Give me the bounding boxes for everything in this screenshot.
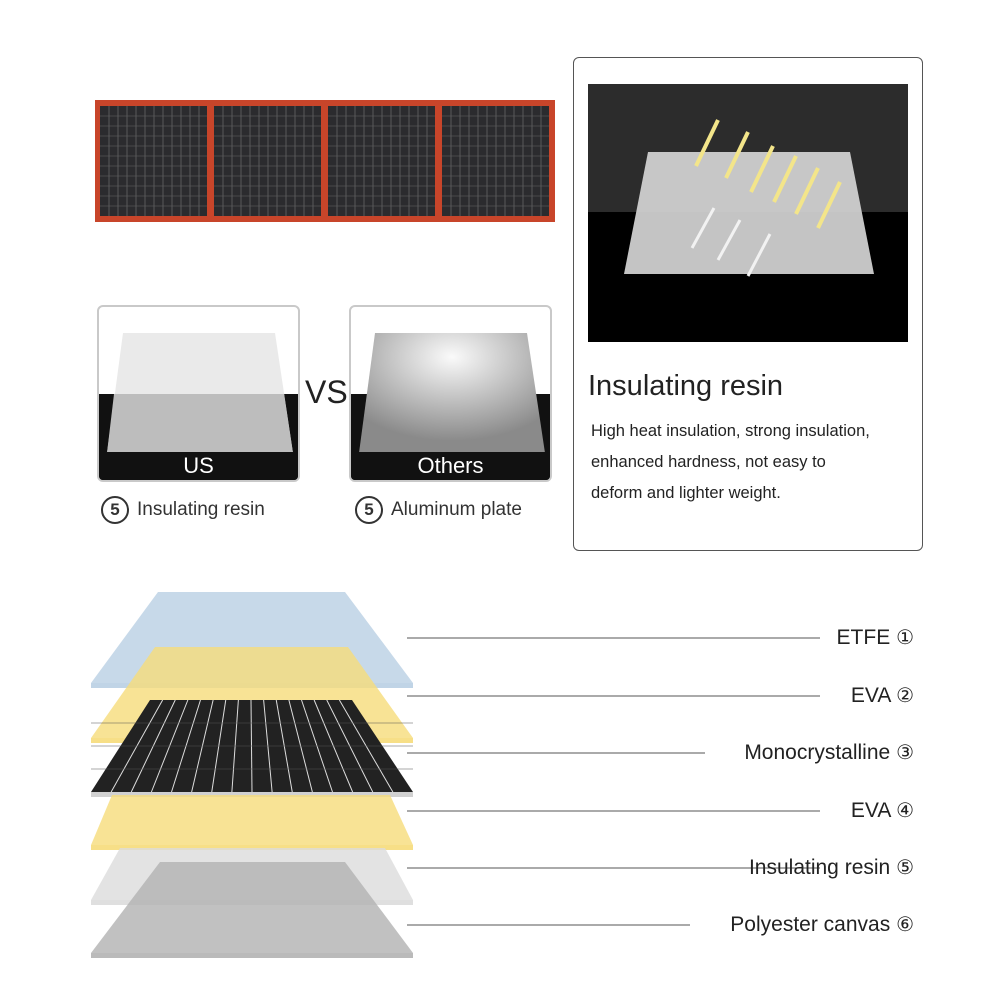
layer-name: ETFE xyxy=(836,626,891,649)
layer-label: EVA ④ xyxy=(851,798,914,823)
solar-panel-image xyxy=(95,100,555,222)
solar-cell-panel xyxy=(328,106,435,216)
us-caption: 5 Insulating resin xyxy=(101,496,265,524)
layer-number: ② xyxy=(896,685,914,707)
solar-cell-panel xyxy=(442,106,549,216)
heat-arrows-icon xyxy=(694,119,842,229)
card-description-line: High heat insulation, strong insulation, xyxy=(591,422,870,440)
others-comparison-box: Others xyxy=(349,305,552,482)
layer-label: EVA ② xyxy=(851,683,914,708)
layer-number: ① xyxy=(896,627,914,649)
layer-label: Monocrystalline ③ xyxy=(744,740,914,765)
us-label: US xyxy=(99,452,298,480)
others-label: Others xyxy=(351,452,550,480)
caption-text: Aluminum plate xyxy=(391,499,522,520)
layer-name: Polyester canvas xyxy=(730,913,891,936)
number-badge: 5 xyxy=(101,496,129,524)
reflected-arrows-icon xyxy=(690,207,772,277)
layer-6 xyxy=(91,862,413,958)
insulation-illustration xyxy=(588,84,908,342)
feature-card xyxy=(573,57,923,551)
layer-label: Polyester canvas ⑥ xyxy=(730,912,914,937)
layer-number: ⑤ xyxy=(896,857,914,879)
layer-name: EVA xyxy=(850,684,891,707)
number-badge: 5 xyxy=(355,496,383,524)
card-title: Insulating resin xyxy=(588,370,784,402)
layer-name: EVA xyxy=(850,799,891,822)
layer-number: ③ xyxy=(896,742,914,764)
layer-name: Monocrystalline xyxy=(744,741,891,764)
layer-number: ⑥ xyxy=(896,914,914,936)
solar-cell-panel xyxy=(214,106,321,216)
card-description-line: enhanced hardness, not easy to xyxy=(591,453,826,471)
layer-number: ④ xyxy=(896,800,914,822)
layer-3 xyxy=(91,699,413,797)
card-description-line: deform and lighter weight. xyxy=(591,484,781,502)
caption-text: Insulating resin xyxy=(137,499,265,520)
layer-name: Insulating resin xyxy=(748,856,891,879)
vs-text: VS xyxy=(305,374,348,410)
layer-label: Insulating resin ⑤ xyxy=(749,855,914,880)
layer-4 xyxy=(91,795,413,850)
us-comparison-box: US xyxy=(97,305,300,482)
others-caption: 5 Aluminum plate xyxy=(355,496,522,524)
solar-cell-panel xyxy=(100,106,207,216)
layer-label: ETFE ① xyxy=(837,625,914,650)
layer-stack-diagram xyxy=(91,592,820,958)
